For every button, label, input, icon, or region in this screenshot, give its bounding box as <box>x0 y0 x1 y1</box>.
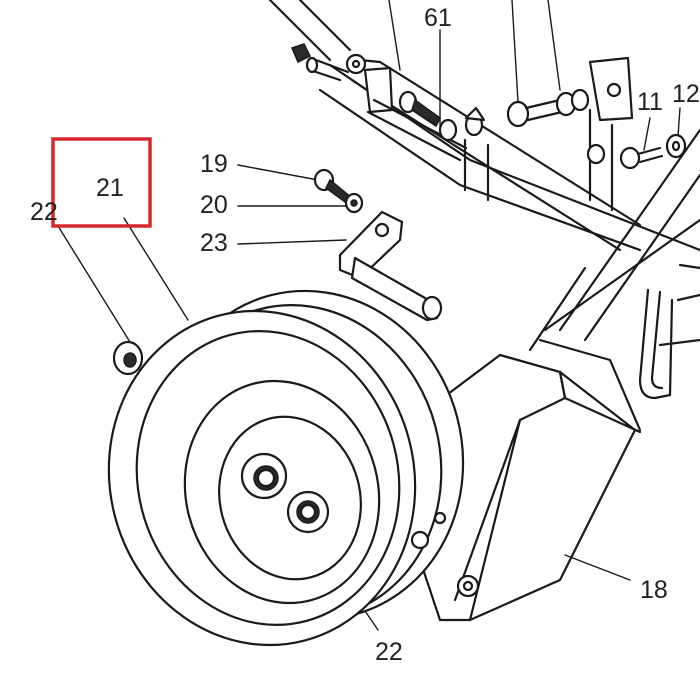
highlight-box-21 <box>51 137 152 228</box>
bolt-group-top <box>290 43 687 170</box>
callout-12: 12 <box>672 80 700 108</box>
callout-19: 19 <box>200 150 228 178</box>
wheel <box>107 289 465 647</box>
bolt-19-20 <box>313 168 364 214</box>
callout-23: 23 <box>200 229 228 257</box>
callout-21: 21 <box>96 174 124 202</box>
callout-11: 11 <box>637 88 663 116</box>
callout-22-bottom: 22 <box>375 638 403 666</box>
callout-20: 20 <box>200 191 228 219</box>
callout-22-left: 22 <box>30 198 58 226</box>
machine-frame <box>268 0 700 400</box>
callout-61: 61 <box>424 4 452 32</box>
axle-pin-23 <box>338 210 443 322</box>
callout-18: 18 <box>640 576 668 604</box>
